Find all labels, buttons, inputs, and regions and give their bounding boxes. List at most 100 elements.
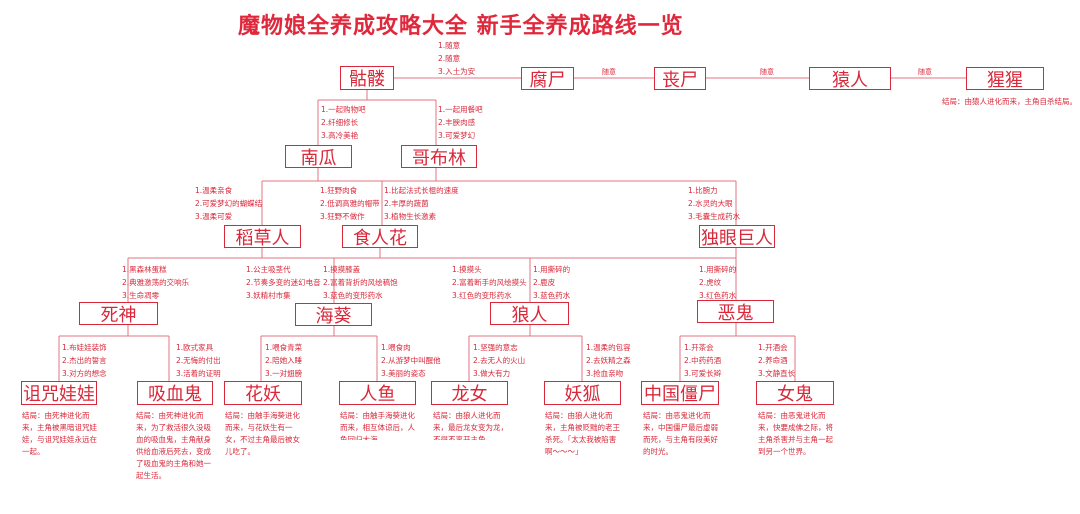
option-item: 3.蓝色药水: [533, 291, 571, 300]
option-item: 1.布娃娃装饰: [62, 343, 107, 352]
node-sea-anemone: 海葵: [295, 303, 372, 327]
option-list-to-scarecrow: 1.温柔亲食 2.可爱梦幻的蝴蝶结 3.温柔可爱: [195, 184, 262, 223]
option-item: 3.红色药水: [699, 291, 737, 300]
node-evil-ghost: 恶鬼: [697, 300, 774, 324]
option-item: 1.狂野肉食: [320, 186, 358, 195]
option-list-goblin-to-maneater: 1.比起法式长棍的速度 2.丰厚的蔬菌 3.植物生长激素: [384, 184, 459, 223]
option-item: 3.美丽的姿态: [381, 369, 426, 378]
result-fox-spirit: 结局：由狼人进化而来，主角被贬黜的老王杀死。「太太我被陷害啊～～～」: [545, 411, 620, 456]
link-label-random: 随意: [600, 67, 618, 77]
node-cursed-doll: 诅咒娃娃: [21, 381, 97, 405]
option-list-to-seaweed-b: 1.摸摸膝盖 2.富着背折的风绘稿饱 3.蓝色的变形药水: [323, 263, 398, 302]
node-skeleton: 骷髅: [340, 66, 394, 90]
node-female-ghost: 女鬼: [756, 381, 834, 405]
option-item: 2.去无人的火山: [473, 356, 526, 365]
option-list-to-cursed-doll: 1.布娃娃装饰 2.杰出的誓言 3.对方的想念: [62, 341, 107, 380]
result-dragon-girl: 结局：由狼人进化而来，最后龙女变为龙，不得不离开主角。: [433, 411, 508, 440]
option-item: 1.比起法式长棍的速度: [384, 186, 459, 195]
option-item: 1.喂食肉: [381, 343, 411, 352]
option-item: 2.富着背折的风绘稿饱: [323, 278, 398, 287]
option-item: 1.温柔亲食: [195, 186, 233, 195]
node-dragon-girl: 龙女: [431, 381, 508, 405]
option-item: 1.喂食青菜: [265, 343, 303, 352]
option-item: 2.无悔的付出: [176, 356, 221, 365]
node-vampire: 吸血鬼: [137, 381, 213, 405]
option-item: 1.欧式家具: [176, 343, 214, 352]
option-item: 1.温柔的包容: [586, 343, 631, 352]
option-item: 1.开茶会: [684, 343, 714, 352]
option-item: 3.做大有力: [473, 369, 511, 378]
option-item: 1.摸摸头: [452, 265, 482, 274]
result-vampire: 结局：由死神进化而来，为了救活很久没吸血的吸血鬼，主角献身供给血液后死去，变成了…: [136, 411, 211, 480]
option-list-to-maneater: 1.狂野肉食 2.低调高雅的帽带 3.狂野不做作: [320, 184, 380, 223]
node-pumpkin: 南瓜: [285, 145, 352, 169]
option-item: 3.入土为安: [438, 67, 476, 76]
option-item: 2.水灵的大眼: [688, 199, 733, 208]
node-fox-spirit: 妖狐: [544, 381, 621, 405]
option-item: 2.低调高雅的帽带: [320, 199, 380, 208]
option-item: 2.节奏多变的迷幻电音: [246, 278, 321, 287]
result-mermaid: 结局：由触手海葵进化而来，相互体谅后，人鱼回归大海。: [340, 411, 415, 440]
option-item: 3.温柔可爱: [195, 212, 233, 221]
option-item: 2.杰出的誓言: [62, 356, 107, 365]
node-scarecrow: 稻草人: [224, 225, 301, 249]
result-female-ghost: 结局：由恶鬼进化而来，快要成佛之际，将主角杀害并与主角一起到另一个世界。: [758, 411, 833, 456]
option-item: 2.从游梦中叫醒他: [381, 356, 441, 365]
option-list-to-cyclops: 1.比腕力 2.水灵的大眼 3.毛囊生成药水: [688, 184, 740, 223]
node-man-eater-flower: 食人花: [342, 225, 418, 249]
option-item: 2.陪她入睡: [265, 356, 303, 365]
option-item: 1.黑森林蛋糕: [122, 265, 167, 274]
option-item: 2.随意: [438, 54, 461, 63]
option-list-to-seaweed-a: 1.公主吸茎代 2.节奏多变的迷幻电音 3.妖精村市集: [246, 263, 321, 302]
option-item: 3.狂野不做作: [320, 212, 365, 221]
option-item: 1.一起用餐吧: [438, 105, 483, 114]
option-item: 2.典雅激荡的交响乐: [122, 278, 190, 287]
option-list-to-flower: 1.喂食青菜 2.陪她入睡 3.一对翅膀: [265, 341, 302, 380]
option-list-to-dragon: 1.坚强的意志 2.去无人的火山 3.做大有力: [473, 341, 525, 380]
node-cyclops: 独眼巨人: [699, 225, 775, 249]
option-item: 2.丰厚的蔬菌: [384, 199, 429, 208]
option-list-to-werewolf-b: 1.用撕碎的 2.鹿皮 3.蓝色药水: [533, 263, 570, 302]
option-list-to-pumpkin: 1.一起购物吧 2.纤细修长 3.高冷美艳: [321, 103, 366, 142]
option-item: 1.随意: [438, 41, 461, 50]
option-item: 1.比腕力: [688, 186, 718, 195]
option-item: 3.红色的变形药水: [452, 291, 512, 300]
option-item: 2.纤细修长: [321, 118, 359, 127]
option-item: 3.植物生长激素: [384, 212, 437, 221]
option-list-to-fox: 1.温柔的包容 2.去妖精之森 3.抢血亲吻: [586, 341, 631, 380]
node-zombie: 丧尸: [654, 67, 706, 91]
option-item: 1.摸摸膝盖: [323, 265, 361, 274]
option-item: 2.去妖精之森: [586, 356, 631, 365]
node-goblin: 哥布林: [401, 145, 477, 169]
result-orangutan: 结局：由猿人进化而来，主角自杀结局。: [942, 97, 1077, 106]
result-flower-fairy: 结局：由触手海葵进化而来，与花妖生有一女，不过主角最后被女儿吃了。: [225, 411, 300, 456]
option-list-skeleton-right: 1.随意 2.随意 3.入土为安: [438, 39, 475, 78]
option-item: 3.一对翅膀: [265, 369, 303, 378]
option-item: 1.用撕碎的: [699, 265, 737, 274]
link-label-random: 随意: [916, 67, 934, 77]
option-list-to-goblin: 1.一起用餐吧 2.丰腴肉感 3.可爱梦幻: [438, 103, 483, 142]
node-chinese-jiangshi: 中国僵尸: [641, 381, 719, 405]
option-item: 1.一起购物吧: [321, 105, 366, 114]
option-item: 2.虎纹: [699, 278, 722, 287]
option-item: 2.丰腴肉感: [438, 118, 476, 127]
option-list-to-jiangshi: 1.开茶会 2.中药药酒 3.可爱长辫: [684, 341, 721, 380]
option-item: 1.用撕碎的: [533, 265, 571, 274]
option-item: 2.可爱梦幻的蝴蝶结: [195, 199, 263, 208]
option-list-to-ghost: 1.开酒会 2.养命酒 3.文静直长: [758, 341, 795, 380]
option-item: 3.抢血亲吻: [586, 369, 624, 378]
option-item: 1.公主吸茎代: [246, 265, 291, 274]
option-item: 3.可爱长辫: [684, 369, 722, 378]
node-werewolf: 狼人: [490, 302, 569, 326]
link-label-random: 随意: [758, 67, 776, 77]
node-flower-fairy: 花妖: [224, 381, 302, 405]
option-list-to-vampire: 1.欧式家具 2.无悔的付出 3.活着的证明: [176, 341, 221, 380]
option-item: 3.高冷美艳: [321, 131, 359, 140]
result-cursed-doll: 结局：由死神进化而来，主角被黑暗诅咒娃娃，与诅咒娃娃永远在一起。: [22, 411, 97, 456]
option-list-to-demon: 1.用撕碎的 2.虎纹 3.红色药水: [699, 263, 736, 302]
option-item: 2.养命酒: [758, 356, 788, 365]
node-ape-man: 猿人: [809, 67, 891, 91]
option-item: 2.中药药酒: [684, 356, 722, 365]
result-chinese-jiangshi: 结局：由恶鬼进化而来，中国僵尸最后虚弱而死，与主角有段美好的时光。: [643, 411, 718, 456]
